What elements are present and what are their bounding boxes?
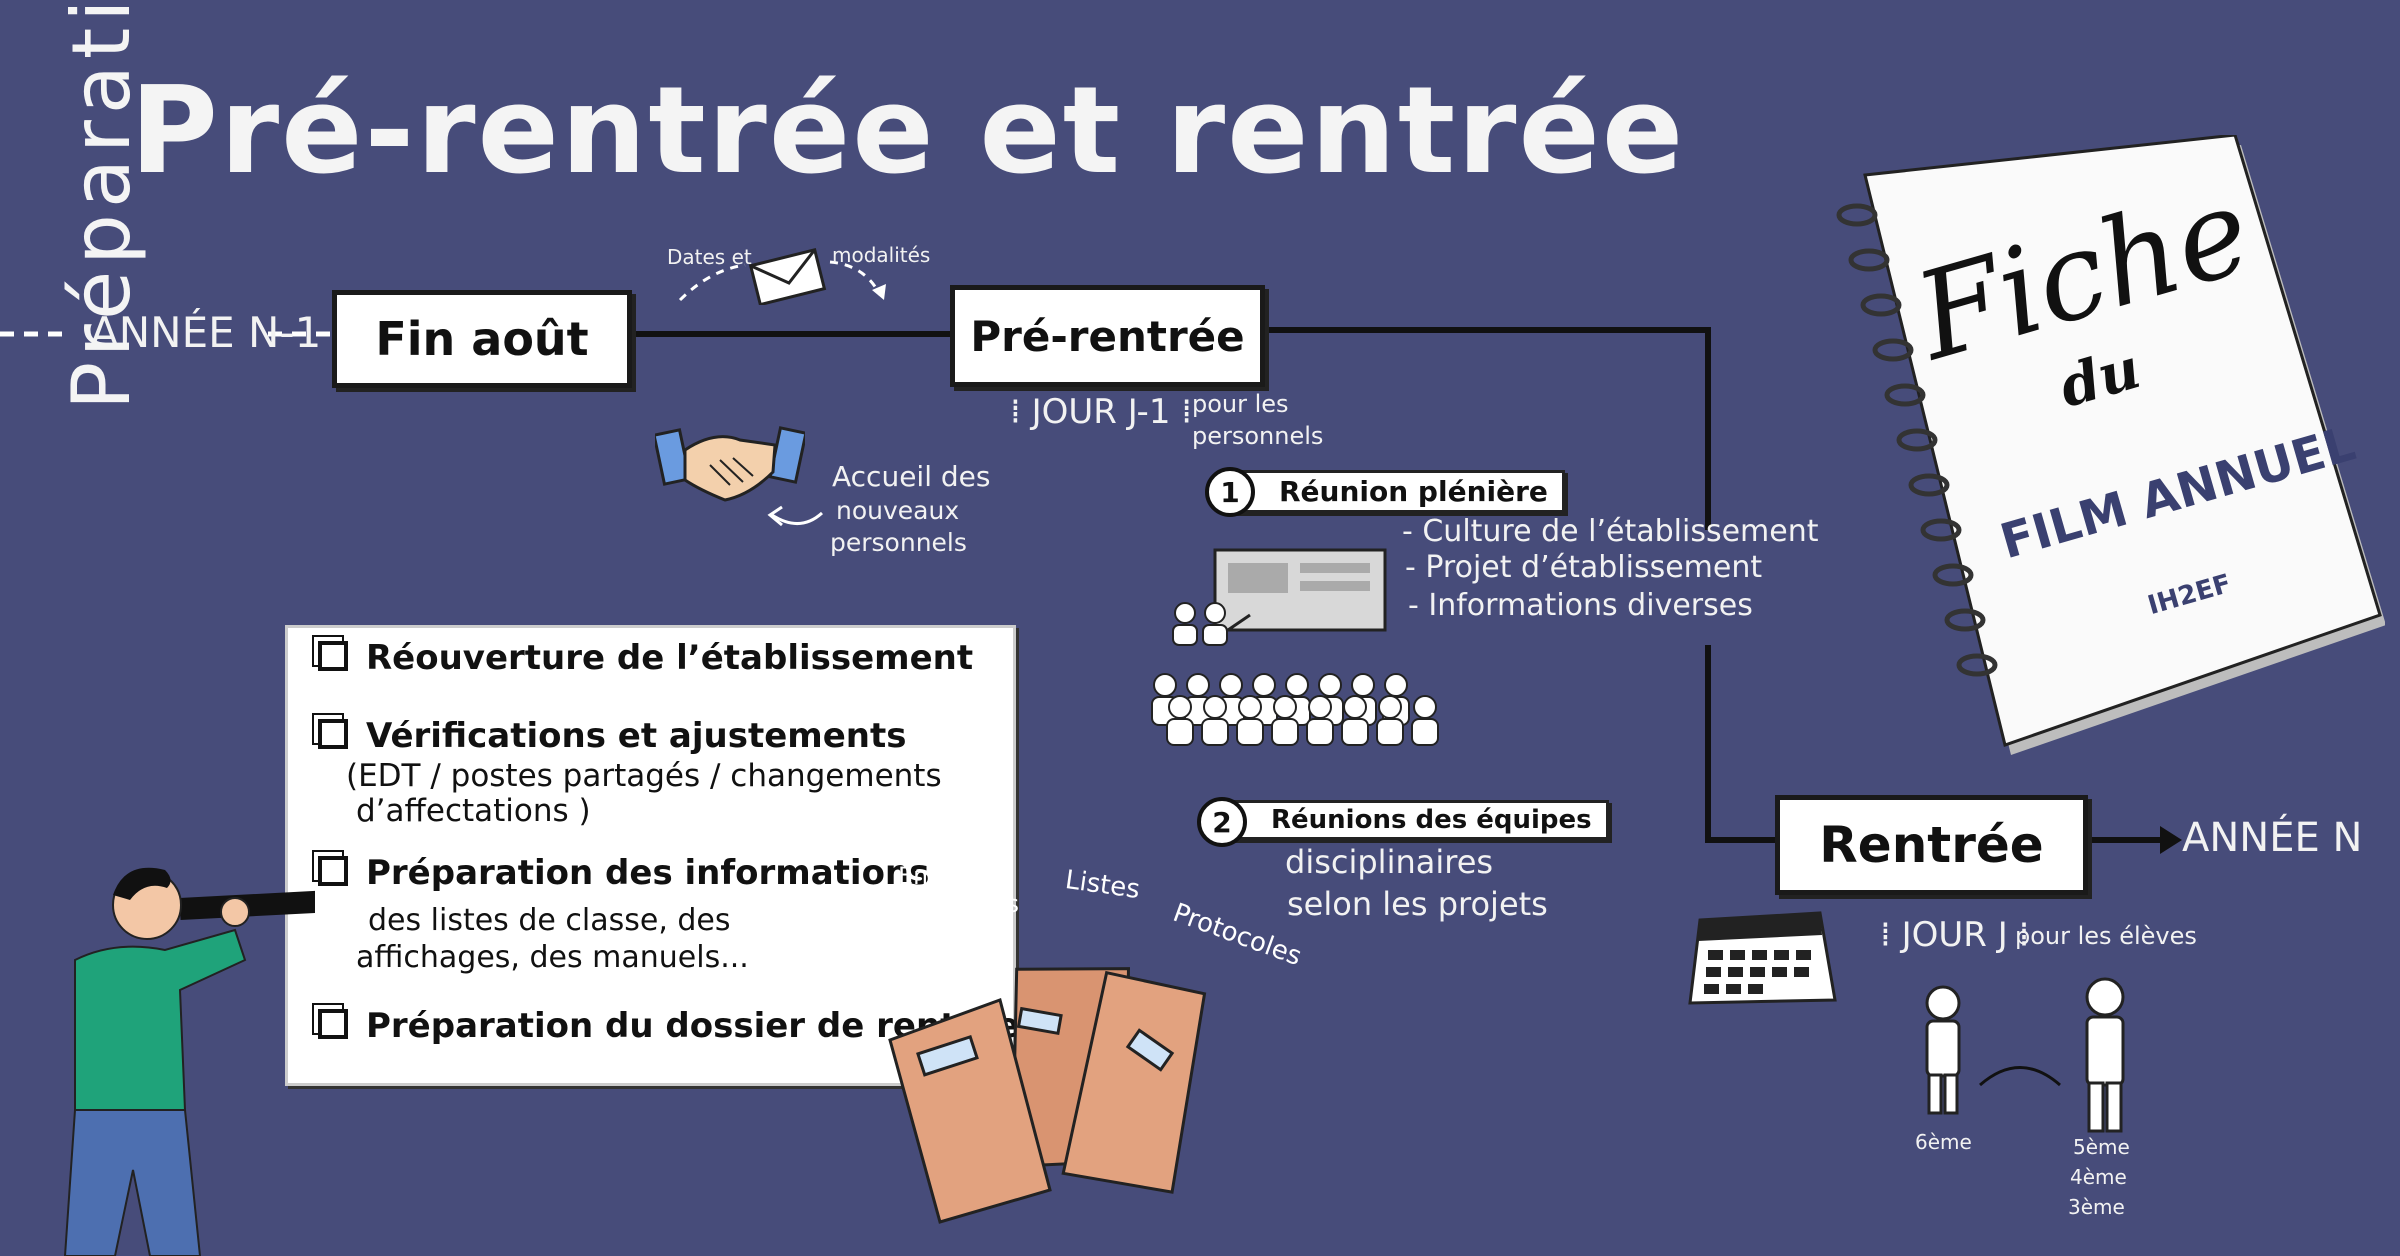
checklist-item-3-sub-1: des listes de classe, des — [368, 903, 731, 938]
checklist-item-3-sub-2: affichages, des manuels... — [356, 940, 749, 975]
emplois-du-temps-label: Emplois du temps — [898, 862, 1020, 918]
student-level-4: 4ème — [2070, 1165, 2127, 1189]
handshake-icon — [655, 426, 805, 502]
rentree-label: Rentrée — [1819, 816, 2044, 874]
student-level-3: 3ème — [2068, 1195, 2125, 1219]
meeting-audience-illustration — [1151, 548, 1439, 746]
prerentree-label: Pré-rentrée — [970, 311, 1245, 361]
start-year-label: ANNÉE N-1 — [90, 308, 322, 357]
mail-note-left: Dates et — [667, 245, 752, 269]
checklist-item-2-sub-1: (EDT / postes partagés / changements — [346, 758, 942, 794]
fin-aout-box: Fin août — [332, 290, 632, 388]
checkbox-icon — [318, 719, 348, 749]
checklist-item-2-sub-2: d’affectations ) — [356, 793, 591, 829]
jour-j1-label: ⁞ JOUR J-1 ⁞ — [1010, 392, 1193, 432]
pleniere-bullet-1: - Culture de l’établissement — [1402, 514, 1819, 549]
end-year-label: ANNÉE N — [2182, 815, 2363, 861]
equipes-line-1: disciplinaires — [1285, 843, 1494, 881]
mail-note-right: modalités — [832, 243, 931, 267]
step-1-badge: 1 — [1205, 467, 1255, 517]
rentree-box: Rentrée — [1775, 795, 2088, 895]
curved-arrow-icon — [767, 505, 824, 527]
pleniere-bullet-2: - Projet d’établissement — [1405, 550, 1763, 585]
calendar-icon — [1688, 911, 1837, 1005]
preparation-label: Préparation — [55, 0, 148, 410]
notebook-illustration: Fiche du FILM ANNUEL IH2EF — [1795, 135, 2385, 765]
jour-j1-note-1: pour les — [1192, 390, 1289, 418]
person-telescope-illustration — [63, 867, 315, 1256]
reunion-pleniere-tag: 1 Réunion plénière — [1205, 467, 1565, 517]
checklist-item-1: Réouverture de l’établissement — [318, 638, 973, 678]
folders-illustration — [888, 967, 1207, 1224]
accueil-line-2: nouveaux — [836, 496, 960, 525]
students-illustration — [1925, 977, 2125, 1133]
jour-j-note: pour les élèves — [2015, 922, 2197, 950]
prerentree-box: Pré-rentrée — [950, 285, 1265, 387]
accueil-line-1: Accueil des — [832, 460, 991, 493]
jour-j-label: ⁞ JOUR J ⁞ — [1880, 915, 2030, 955]
pleniere-bullet-3: - Informations diverses — [1408, 588, 1753, 623]
checklist-item-3: Préparation des informations — [318, 853, 929, 893]
checkbox-icon — [318, 856, 348, 886]
jour-j1-note-2: personnels — [1192, 422, 1324, 450]
checkbox-icon — [318, 641, 348, 671]
student-level-6: 6ème — [1915, 1130, 1972, 1154]
page-title: Pré-rentrée et rentrée — [130, 62, 1686, 201]
checklist-item-2: Vérifications et ajustements — [318, 716, 906, 756]
reunion-equipes-tag: 2 Réunions des équipes — [1197, 797, 1609, 847]
notebook-cover — [1836, 135, 2385, 755]
checklist-panel: Réouverture de l’établissement Vérificat… — [285, 625, 1019, 1086]
accueil-line-3: personnels — [830, 528, 967, 557]
equipes-line-2: selon les projets — [1287, 885, 1548, 923]
fin-aout-label: Fin août — [375, 312, 589, 366]
step-2-badge: 2 — [1197, 797, 1247, 847]
student-level-5: 5ème — [2073, 1135, 2130, 1159]
checkbox-icon — [318, 1009, 348, 1039]
audience-group — [1151, 673, 1439, 746]
envelope-icon — [748, 247, 827, 305]
